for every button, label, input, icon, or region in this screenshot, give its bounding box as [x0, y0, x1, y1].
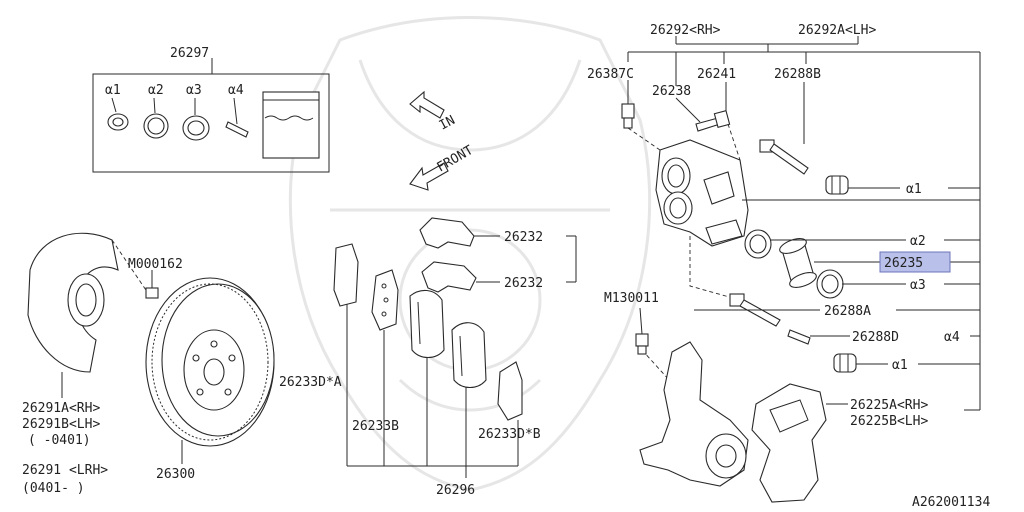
label-26241: 26241 — [697, 67, 736, 82]
piston-26235-part — [779, 238, 817, 288]
seal-kit-group: 26297 α1 α2 α3 α4 — [92, 46, 330, 173]
pin-icon — [225, 97, 249, 138]
label-26225a: 26225A<RH> — [850, 398, 928, 413]
label-26232-bottom: 26232 — [504, 276, 543, 291]
boot-a1-part — [825, 175, 849, 195]
label-26296: 26296 — [436, 483, 475, 498]
caliper-body-part — [655, 139, 749, 247]
label-a3-right: α3 — [910, 278, 926, 293]
label-26238: 26238 — [652, 84, 691, 99]
diagram-id: A262001134 — [912, 495, 990, 510]
watermark-emblem — [288, 16, 652, 492]
label-kit-a2: α2 — [148, 83, 164, 98]
direction-front-arrow: FRONT — [409, 143, 476, 191]
label-26288a: 26288A — [824, 304, 871, 319]
label-26288b: 26288B — [774, 67, 821, 82]
label-a1-top: α1 — [906, 182, 922, 197]
label-26291: 26291 <LRH> — [22, 463, 108, 478]
label-26233da: 26233D*A — [279, 375, 342, 390]
pad-clip-lower-part — [421, 261, 500, 293]
caliper-header-leaders — [627, 36, 981, 410]
label-kit-a3: α3 — [186, 83, 202, 98]
caliper-right-leaders — [694, 187, 980, 411]
label-26232-top: 26232 — [504, 230, 543, 245]
boot-a1-lower-part — [833, 353, 857, 373]
label-26292a-lh: 26292A<LH> — [798, 23, 876, 38]
caliper-bracket-part — [751, 383, 827, 503]
label-26233b: 26233B — [352, 419, 399, 434]
label-m000162: M000162 — [128, 257, 183, 272]
grease-pack-icon — [262, 91, 320, 159]
label-26300: 26300 — [156, 467, 195, 482]
caliper-explode-lines — [627, 123, 741, 393]
bracket-bolt-part — [635, 333, 649, 355]
seal-ring-icon — [143, 97, 169, 139]
dust-shield-part — [27, 232, 151, 398]
disc-rotor-part — [145, 277, 275, 464]
caliper-bolt-part — [695, 110, 731, 132]
piston-seal-icon — [182, 98, 210, 141]
highlight-26235 — [879, 251, 951, 273]
dust-seal-a3-part — [816, 269, 844, 299]
boot-icon — [107, 97, 129, 131]
guide-pin-a-part — [729, 293, 781, 327]
pad-group-frame — [346, 300, 519, 478]
inner-pad-part — [451, 322, 487, 389]
guide-pin-b-part — [759, 139, 809, 175]
bleeder-screw-part — [621, 103, 635, 129]
piston-seal-a2-part — [744, 229, 772, 259]
label-a1-bottom: α1 — [892, 358, 908, 373]
label-26291b-date: ( -0401) — [28, 433, 91, 448]
label-26291b: 26291B<LH> — [22, 417, 100, 432]
label-26291-date: (0401- ) — [22, 481, 85, 496]
label-26291a: 26291A<RH> — [22, 401, 100, 416]
inner-shim-part — [371, 269, 399, 331]
direction-in-arrow: IN — [409, 90, 458, 134]
pad-clip-upper-part — [419, 217, 500, 249]
label-in: IN — [437, 113, 458, 134]
label-m130011: M130011 — [604, 291, 659, 306]
label-a2-right: α2 — [910, 234, 926, 249]
guide-pin-d-part — [787, 329, 811, 345]
label-26225b: 26225B<LH> — [850, 414, 928, 429]
shield-bolt-part — [145, 270, 159, 299]
steering-knuckle-part — [639, 341, 749, 487]
label-kit-a1: α1 — [105, 83, 121, 98]
label-26297: 26297 — [170, 46, 209, 61]
label-26233db: 26233D*B — [478, 427, 541, 442]
outer-shim-part — [333, 243, 359, 307]
label-kit-a4: α4 — [228, 83, 244, 98]
label-26387c: 26387C — [587, 67, 634, 82]
label-26292-rh: 26292<RH> — [650, 23, 721, 38]
rear-shim-part — [497, 361, 523, 421]
label-26288d: 26288D — [852, 330, 899, 345]
label-26235[interactable]: 26235 — [884, 256, 923, 271]
outer-pad-part — [409, 289, 445, 359]
pad-clip-leader — [566, 235, 577, 283]
label-a4-right: α4 — [944, 330, 960, 345]
